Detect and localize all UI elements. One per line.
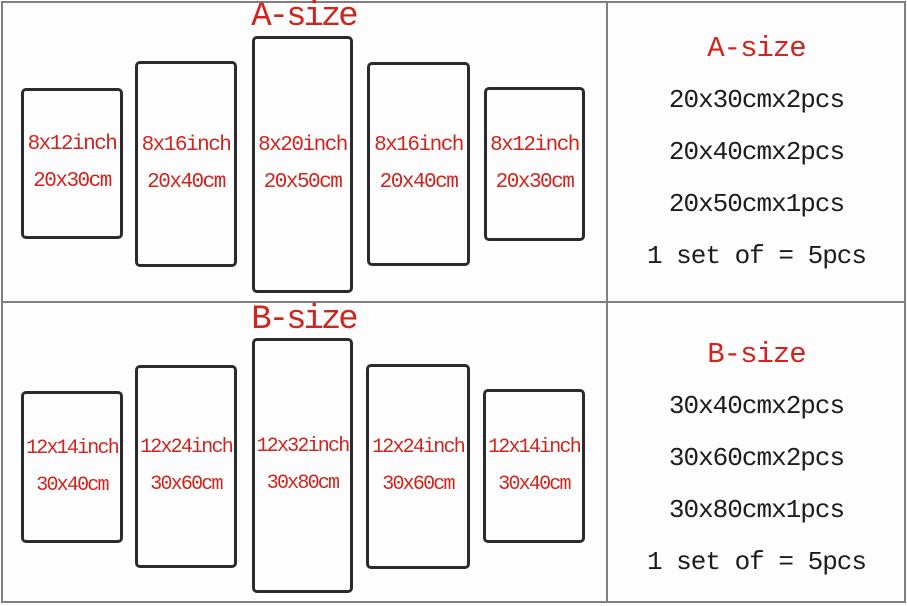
panel-cm-label: 20x40cm [379,170,459,194]
b-panel-2: 12x24inch 30x60cm [135,365,237,568]
panel-inch-label: 8x12inch [27,133,118,156]
panel-cm-label: 20x40cm [147,170,226,194]
panel-cm-label: 20x50cm [263,171,343,194]
a-panel-4: 8x16inch 20x40cm [367,62,470,266]
panel-cm-label: 20x30cm [495,170,575,194]
b-size-info-list: 30x40cmx2pcs 30x60cmx2pcs 30x80cmx1pcs 1… [608,391,905,577]
panel-cm-label: 30x60cm [150,473,223,496]
set-total-line: 1 set of = 5pcs [646,547,867,577]
panel-inch-label: 8x20inch [258,134,348,157]
size-spec-line: 20x30cmx2pcs [668,85,845,115]
panel-inch-label: 8x16inch [141,133,232,157]
panel-cm-label: 30x40cm [498,472,571,496]
a-panel-1: 8x12inch 20x30cm [21,88,123,239]
b-panel-1: 12x14inch 30x40cm [21,391,123,543]
panel-cm-label: 30x40cm [36,473,109,497]
a-panel-2: 8x16inch 20x40cm [135,61,237,267]
a-size-diagram-title: A-size [251,0,358,36]
horizontal-divider [1,301,904,303]
size-spec-line: 20x50cmx1pcs [668,189,845,219]
b-panel-3: 12x32inch 30x80cm [252,338,353,593]
panel-inch-label: 8x12inch [490,133,580,157]
set-total-line: 1 set of = 5pcs [646,241,867,271]
panel-inch-label: 12x24inch [372,436,466,459]
panel-cm-label: 20x30cm [33,170,112,193]
b-size-info-title: B-size [707,338,806,371]
size-spec-line: 30x60cmx2pcs [668,443,845,473]
size-spec-line: 30x80cmx1pcs [668,495,845,525]
panel-inch-label: 12x24inch [140,436,234,459]
b-panel-5: 12x14inch 30x40cm [483,389,585,543]
a-size-info-list: 20x30cmx2pcs 20x40cmx2pcs 20x50cmx1pcs 1… [608,85,905,271]
b-size-diagram-title: B-size [251,301,358,339]
b-panel-4: 12x24inch 30x60cm [366,364,470,569]
a-panel-5: 8x12inch 20x30cm [484,87,585,241]
panel-inch-label: 12x14inch [488,435,582,459]
panel-cm-label: 30x80cm [266,472,340,495]
panel-inch-label: 12x32inch [256,435,351,458]
size-spec-line: 20x40cmx2pcs [668,137,845,167]
panel-cm-label: 30x60cm [382,473,455,496]
panel-inch-label: 12x14inch [26,436,120,460]
a-size-info-title: A-size [707,32,806,65]
a-panel-3: 8x20inch 20x50cm [252,36,353,293]
panel-inch-label: 8x16inch [374,133,464,157]
size-spec-line: 30x40cmx2pcs [668,391,845,421]
